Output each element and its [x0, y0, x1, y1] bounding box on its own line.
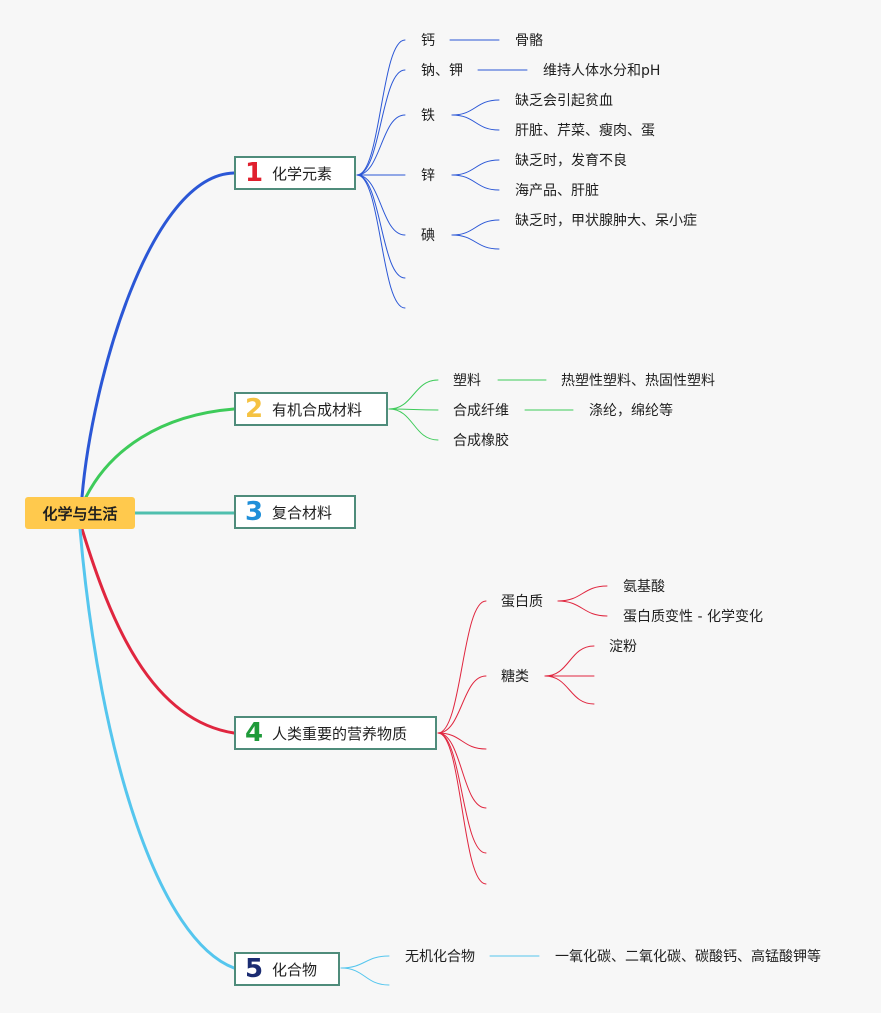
topic-label: 化学元素 — [272, 164, 333, 183]
leaf-water-ph[interactable]: 维持人体水分和pH — [543, 63, 661, 79]
topic-chemical-elements[interactable]: 1 化学元素 — [234, 156, 356, 190]
leaf-inorganic-examples[interactable]: 一氧化碳、二氧化碳、碳酸钙、高锰酸钾等 — [555, 949, 821, 965]
subtopic-sodium-potassium[interactable]: 钠、钾 — [421, 63, 463, 79]
leaf-zinc-sources[interactable]: 海产品、肝脏 — [515, 183, 599, 199]
root-connector-4 — [80, 527, 236, 735]
topic-number: 1 — [244, 158, 264, 188]
subtopic-inorganic-compounds[interactable]: 无机化合物 — [405, 949, 475, 965]
topic-important-nutrients[interactable]: 4 人类重要的营养物质 — [234, 716, 437, 750]
branch-sodium — [356, 69, 406, 176]
leaf-line-iron-2 — [451, 114, 500, 131]
leaf-line-iron-1 — [451, 99, 500, 116]
leaf-denaturation[interactable]: 蛋白质变性 - 化学变化 — [623, 609, 763, 625]
branch-protein — [437, 600, 487, 734]
leaf-line-protein-2 — [557, 600, 608, 617]
leaf-starch[interactable]: 淀粉 — [609, 639, 637, 655]
leaf-line-zinc-1 — [451, 159, 500, 176]
subtopic-synthetic-fiber[interactable]: 合成纤维 — [453, 403, 509, 419]
root-connector-5 — [78, 527, 236, 970]
branch-e2 — [437, 732, 487, 809]
leaf-fiber-types[interactable]: 涤纶，绵纶等 — [589, 403, 673, 419]
subtopic-iron[interactable]: 铁 — [421, 108, 435, 124]
branch-fiber — [388, 408, 439, 411]
leaf-line-protein-1 — [557, 585, 608, 602]
topic-number: 2 — [244, 394, 264, 424]
topic-organic-synthetic-materials[interactable]: 2 有机合成材料 — [234, 392, 388, 426]
leaf-iron-sources[interactable]: 肝脏、芹菜、瘦肉、蛋 — [515, 123, 655, 139]
subtopic-iodine[interactable]: 碘 — [421, 228, 435, 244]
subtopic-zinc[interactable]: 锌 — [421, 168, 435, 184]
leaf-anemia[interactable]: 缺乏会引起贫血 — [515, 93, 613, 109]
subtopic-synthetic-rubber[interactable]: 合成橡胶 — [453, 433, 509, 449]
root-node[interactable]: 化学与生活 — [25, 497, 135, 529]
leaf-plastic-types[interactable]: 热塑性塑料、热固性塑料 — [561, 373, 715, 389]
branch-inorganic — [340, 955, 390, 969]
branch-e4 — [437, 732, 487, 885]
leaf-amino-acid[interactable]: 氨基酸 — [623, 579, 665, 595]
subtopic-carbohydrates[interactable]: 糖类 — [501, 669, 529, 685]
root-connector-2 — [84, 407, 236, 499]
branch-empty — [340, 967, 390, 986]
branch-iodine — [356, 174, 406, 236]
topic-compounds[interactable]: 5 化合物 — [234, 952, 340, 986]
topic-number: 5 — [244, 954, 264, 984]
leaf-line-zinc-2 — [451, 174, 500, 191]
branch-e1 — [437, 732, 487, 750]
topic-number: 3 — [244, 497, 264, 527]
leaf-line-iodine-1 — [451, 219, 500, 236]
branch-carbs — [437, 675, 487, 734]
subtopic-protein[interactable]: 蛋白质 — [501, 594, 543, 610]
branch-rubber — [388, 408, 439, 441]
topic-label: 有机合成材料 — [272, 400, 363, 419]
branch-plastics — [388, 379, 439, 410]
leaf-goiter[interactable]: 缺乏时，甲状腺肿大、呆小症 — [515, 213, 697, 229]
topic-label: 人类重要的营养物质 — [272, 724, 408, 743]
branch-e3 — [437, 732, 487, 854]
topic-number: 4 — [244, 718, 264, 748]
subtopic-calcium[interactable]: 钙 — [421, 33, 435, 49]
topic-label: 化合物 — [272, 960, 318, 979]
leaf-line-carbs-3 — [544, 675, 595, 705]
topic-composite-materials[interactable]: 3 复合材料 — [234, 495, 356, 529]
leaf-growth[interactable]: 缺乏时，发育不良 — [515, 153, 627, 169]
subtopic-plastics[interactable]: 塑料 — [453, 373, 481, 389]
leaf-bones[interactable]: 骨骼 — [515, 33, 543, 49]
topic-label: 复合材料 — [272, 503, 333, 522]
branch-iron — [356, 114, 406, 176]
leaf-line-iodine-2 — [451, 234, 500, 250]
root-connector-1 — [80, 171, 236, 499]
branch-calcium — [356, 39, 406, 176]
branch-empty1 — [356, 174, 406, 279]
branch-empty2 — [356, 174, 406, 309]
leaf-line-carbs-1 — [544, 645, 595, 677]
root-label: 化学与生活 — [42, 504, 118, 523]
